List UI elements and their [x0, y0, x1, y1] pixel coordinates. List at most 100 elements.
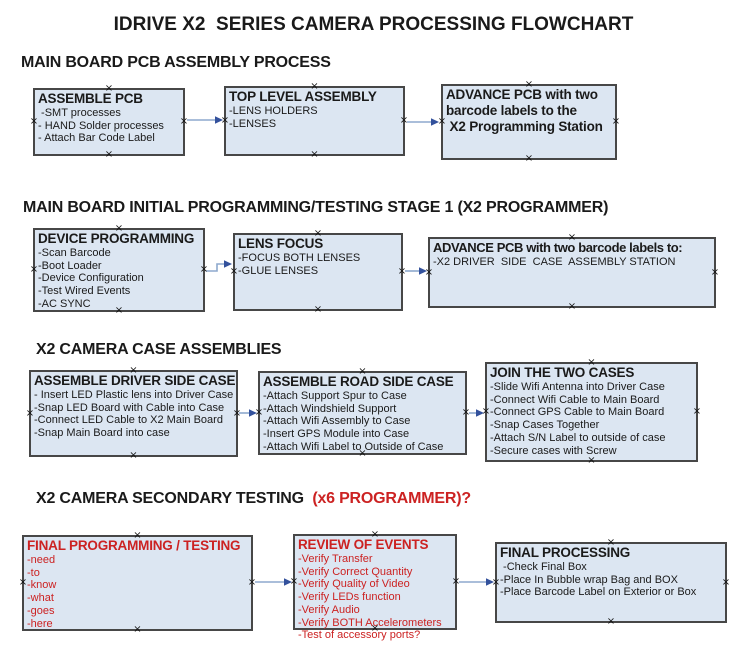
box-line: - Attach Bar Code Label: [38, 132, 155, 145]
box-line: -Insert GPS Module into Case: [263, 428, 410, 441]
box-final-processing: FINAL PROCESSING -Check Final Box -Place…: [492, 538, 730, 627]
section-heading-secondary-testing: X2 CAMERA SECONDARY TESTING (x6 PROGRAMM…: [36, 490, 471, 508]
box-line: -Secure cases with Screw: [490, 444, 617, 457]
box-line: -Connect GPS Cable to Main Board: [490, 406, 665, 419]
box-title: ASSEMBLE DRIVER SIDE CASE: [34, 373, 236, 388]
connection-handle-icon: ×: [232, 407, 242, 419]
box-line: - HAND Solder processes: [38, 119, 164, 132]
box-title: ADVANCE PCB with two barcode labels to:: [433, 240, 683, 255]
box-line: -Place In Bubble wrap Bag and BOX: [500, 573, 678, 586]
connection-handle-icon: ×: [313, 228, 323, 239]
box-line: -Attach S/N Label to outside of case: [490, 431, 666, 444]
connection-handle-icon: ×: [114, 305, 124, 316]
connection-handle-icon: ×: [370, 623, 380, 634]
box-join-the-two-cases: JOIN THE TWO CASES -Slide Wifi Antenna i…: [481, 358, 701, 466]
box-advance-to-driver-side-station: ADVANCE PCB with two barcode labels to: …: [424, 233, 720, 312]
connection-handle-icon: ×: [114, 223, 124, 234]
connection-handle-icon: ×: [358, 366, 367, 377]
box-title: ASSEMBLE PCB: [38, 91, 143, 106]
heading-red-part: (x6 PROGRAMMER)?: [303, 490, 471, 507]
connection-handle-icon: ×: [587, 455, 596, 466]
box-line: -Test Wired Events: [38, 285, 131, 298]
flow-arrow: [459, 578, 494, 586]
connection-handle-icon: ×: [567, 301, 577, 312]
box-line: -Scan Barcode: [38, 247, 111, 259]
box-line: -LENSES: [229, 117, 277, 130]
connection-handle-icon: ×: [313, 304, 323, 315]
connection-handle-icon: ×: [424, 266, 434, 278]
box-line: X2 Programming Station: [446, 118, 603, 134]
connection-handle-icon: ×: [437, 116, 447, 127]
box-line: -Verify Quality of Video: [298, 578, 410, 591]
box-line: -Attach Wifi Assembly to Case: [263, 415, 411, 428]
connection-handle-icon: ×: [358, 448, 367, 459]
box-line: -Snap LED Board with Cable into Case: [34, 401, 225, 414]
connection-handle-icon: ×: [133, 530, 142, 541]
box-line: -know: [27, 579, 57, 592]
box-line: -Connect Wifi Cable to Main Board: [490, 393, 660, 406]
connection-handle-icon: ×: [220, 115, 230, 126]
box-line: -Snap Cases Together: [490, 419, 600, 432]
page-title: IDRIVE X2 SERIES CAMERA PROCESSING FLOWC…: [113, 14, 634, 35]
box-line: -FOCUS BOTH LENSES: [238, 252, 361, 264]
connection-handle-icon: ×: [18, 577, 28, 588]
box-line: -goes: [27, 604, 55, 617]
connection-handle-icon: ×: [104, 83, 114, 94]
flow-arrow: [405, 267, 427, 275]
box-title: ASSEMBLE ROAD SIDE CASE: [263, 374, 454, 389]
box-line: -Test of accessory ports?: [298, 629, 421, 642]
box-title: REVIEW OF EVENTS: [298, 537, 429, 552]
box-line: -Boot Loader: [38, 259, 102, 272]
box-title: FINAL PROCESSING: [500, 545, 631, 560]
connection-handle-icon: ×: [524, 153, 534, 164]
connection-handle-icon: ×: [104, 149, 114, 160]
connection-handle-icon: ×: [247, 577, 257, 588]
connection-handle-icon: ×: [587, 357, 596, 368]
box-line: -SMT processes: [38, 107, 121, 119]
section-heading-initial-programming: MAIN BOARD INITIAL PROGRAMMING/TESTING S…: [23, 199, 609, 216]
box-top-level-assembly: TOP LEVEL ASSEMBLY -LENS HOLDERS -LENSES…: [220, 82, 408, 160]
section-heading-pcb-assembly: MAIN BOARD PCB ASSEMBLY PROCESS: [21, 54, 331, 71]
connection-handle-icon: ×: [606, 537, 616, 548]
connection-handle-icon: ×: [29, 264, 39, 275]
connection-handle-icon: ×: [481, 406, 491, 417]
box-line: -Snap Main Board into case: [34, 427, 170, 440]
connection-handle-icon: ×: [310, 81, 319, 92]
connection-handle-icon: ×: [611, 116, 621, 127]
connection-handle-icon: ×: [29, 116, 39, 127]
box-line: -Verify LEDs function: [298, 591, 401, 604]
box-line: -Verify Audio: [298, 603, 360, 616]
box-advance-to-programming-station: ADVANCE PCB with two barcode labels to t…: [437, 80, 621, 164]
box-line: barcode labels to the: [446, 103, 577, 118]
connection-handle-icon: ×: [524, 79, 534, 90]
connection-handle-icon: ×: [461, 407, 471, 418]
box-line: -X2 DRIVER SIDE CASE ASSEMBLY STATION: [433, 256, 676, 268]
connection-handle-icon: ×: [199, 264, 209, 275]
box-title: DEVICE PROGRAMMING: [38, 231, 195, 246]
box-line: -Attach Windshield Support: [263, 402, 397, 415]
box-line: -Verify BOTH Accelerometers: [298, 616, 442, 629]
box-title: LENS FOCUS: [238, 236, 324, 251]
box-line: -to: [27, 566, 40, 579]
connection-handle-icon: ×: [289, 576, 299, 587]
connection-handle-icon: ×: [370, 529, 380, 540]
connection-handle-icon: ×: [710, 266, 720, 278]
connection-handle-icon: ×: [133, 624, 142, 635]
box-review-of-events: REVIEW OF EVENTS -Verify Transfer -Verif…: [289, 530, 460, 642]
flow-arrow: [187, 116, 223, 124]
box-title: TOP LEVEL ASSEMBLY: [229, 89, 377, 104]
box-line: -GLUE LENSES: [238, 264, 319, 277]
box-line: -Check Final Box: [500, 561, 587, 573]
box-line: -here: [27, 617, 53, 630]
connection-handle-icon: ×: [397, 266, 407, 277]
connection-handle-icon: ×: [25, 407, 35, 419]
flow-arrow: [255, 578, 292, 586]
connection-handle-icon: ×: [254, 407, 264, 418]
connection-handle-icon: ×: [567, 232, 577, 243]
box-title: ADVANCE PCB with two: [446, 87, 598, 102]
connection-handle-icon: ×: [310, 149, 319, 160]
box-line: -Place Barcode Label on Exterior or Box: [500, 586, 697, 599]
box-line: -Attach Support Spur to Case: [263, 390, 407, 402]
box-line: -Connect LED Cable to X2 Main Board: [34, 414, 223, 427]
box-line: -Verify Transfer: [298, 553, 373, 565]
